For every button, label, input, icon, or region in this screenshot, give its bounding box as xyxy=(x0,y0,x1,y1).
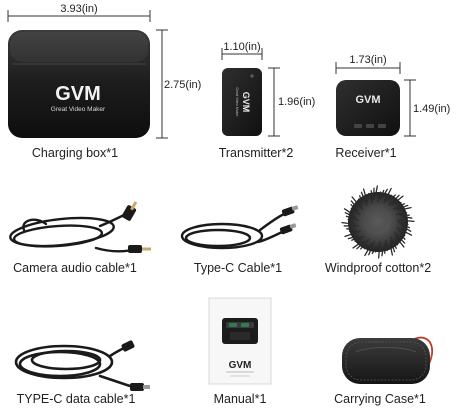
transmitter-tagline: Great Video Maker xyxy=(235,87,239,117)
camera-audio-cable-group: Camera audio cable*1 xyxy=(9,201,151,275)
receiver-width-dimension xyxy=(335,62,401,74)
type-c-cable-image xyxy=(180,212,286,250)
receiver-height-dimension xyxy=(404,79,416,137)
transmitter-brand-logo: GVM xyxy=(241,92,251,113)
receiver-brand-logo: GVM xyxy=(355,94,380,106)
windproof-cotton-group: Windproof cotton*2 xyxy=(325,185,431,275)
camera-audio-cable-caption: Camera audio cable*1 xyxy=(13,261,137,275)
manual-caption: Manual*1 xyxy=(214,392,267,406)
windproof-cotton-caption: Windproof cotton*2 xyxy=(325,261,431,275)
type-c-cable-group: Type-C Cable*1 xyxy=(180,205,299,275)
type-c-data-cable-group: TYPE-C data cable*1 xyxy=(14,340,150,406)
charging-box-image xyxy=(8,30,150,138)
receiver-width-label: 1.73(in) xyxy=(349,54,386,66)
charging-box-tagline: Great Video Maker xyxy=(51,106,106,113)
charging-box-height-dimension xyxy=(156,29,168,139)
transmitter-height-label: 1.96(in) xyxy=(278,96,315,108)
charging-box-width-label: 3.93(in) xyxy=(60,3,97,15)
carrying-case-caption: Carrying Case*1 xyxy=(334,392,426,406)
camera-audio-cable-image xyxy=(9,212,134,253)
charging-box-width-dimension xyxy=(7,10,151,22)
transmitter-image xyxy=(222,68,262,136)
charging-box-group: 3.93(in) 2.75(in) GVM Great Video Maker … xyxy=(7,3,201,160)
charging-box-height-label: 2.75(in) xyxy=(164,79,201,91)
receiver-height-label: 1.49(in) xyxy=(413,103,450,115)
receiver-image xyxy=(336,80,400,136)
receiver-group: 1.73(in) 1.49(in) GVM Receiver*1 xyxy=(335,54,450,160)
charging-box-caption: Charging box*1 xyxy=(32,146,118,160)
receiver-caption: Receiver*1 xyxy=(335,146,396,160)
transmitter-width-dimension xyxy=(221,48,263,60)
carrying-case-group: Carrying Case*1 xyxy=(334,336,433,406)
transmitter-group: 1.10(in) 1.96(in) GVM Great Video Maker … xyxy=(219,41,316,160)
type-c-cable-caption: Type-C Cable*1 xyxy=(194,261,282,275)
transmitter-height-dimension xyxy=(268,67,280,137)
type-c-data-cable-caption: TYPE-C data cable*1 xyxy=(17,392,136,406)
windproof-cotton-image xyxy=(341,185,415,259)
charging-box-brand-logo: GVM xyxy=(55,83,101,105)
manual-brand-logo: GVM xyxy=(229,360,252,371)
carrying-case-image xyxy=(342,338,430,384)
transmitter-caption: Transmitter*2 xyxy=(219,146,294,160)
transmitter-width-label: 1.10(in) xyxy=(223,41,260,53)
type-c-data-cable-image xyxy=(14,344,132,388)
manual-group: GVM Manual*1 xyxy=(208,297,272,406)
